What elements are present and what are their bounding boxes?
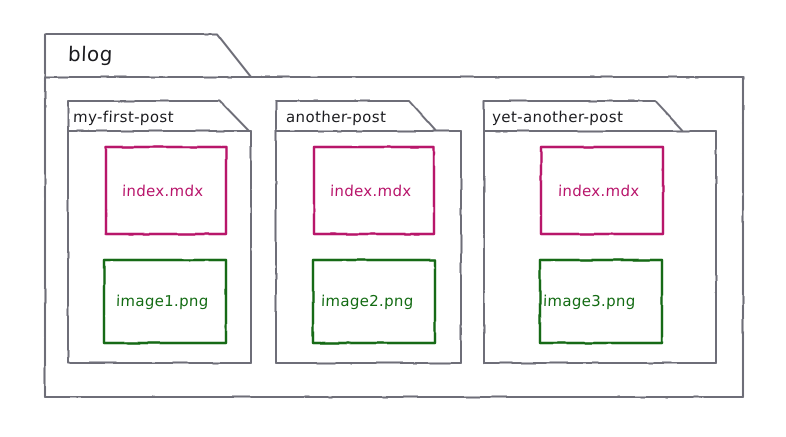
folder-label-yet-another-post: yet-another-post [491,108,624,126]
file-box-image1-png [102,258,228,345]
file-label-index-mdx-3: index.mdx [557,182,640,200]
folder-body-my-first-post [67,130,252,364]
folder-label-another-post: another-post [285,108,387,126]
folder-label-blog: blog [67,42,114,66]
file-label-image3-png: image3.png [542,292,636,310]
file-label-image2-png: image2.png [320,292,414,310]
file-box-index-mdx-1 [104,145,228,236]
file-box-index-mdx-2 [312,145,436,236]
file-box-image3-png [538,258,664,345]
folder-body-yet-another-post [483,130,717,364]
folder-label-my-first-post: my-first-post [72,108,175,126]
file-box-image2-png [311,258,437,345]
file-label-index-mdx-2: index.mdx [329,182,412,200]
outer-folder-body [43,75,745,399]
file-label-index-mdx-1: index.mdx [121,182,204,200]
folder-body-another-post [275,130,462,364]
file-box-index-mdx-3 [539,145,665,236]
file-label-image1-png: image1.png [115,292,209,310]
